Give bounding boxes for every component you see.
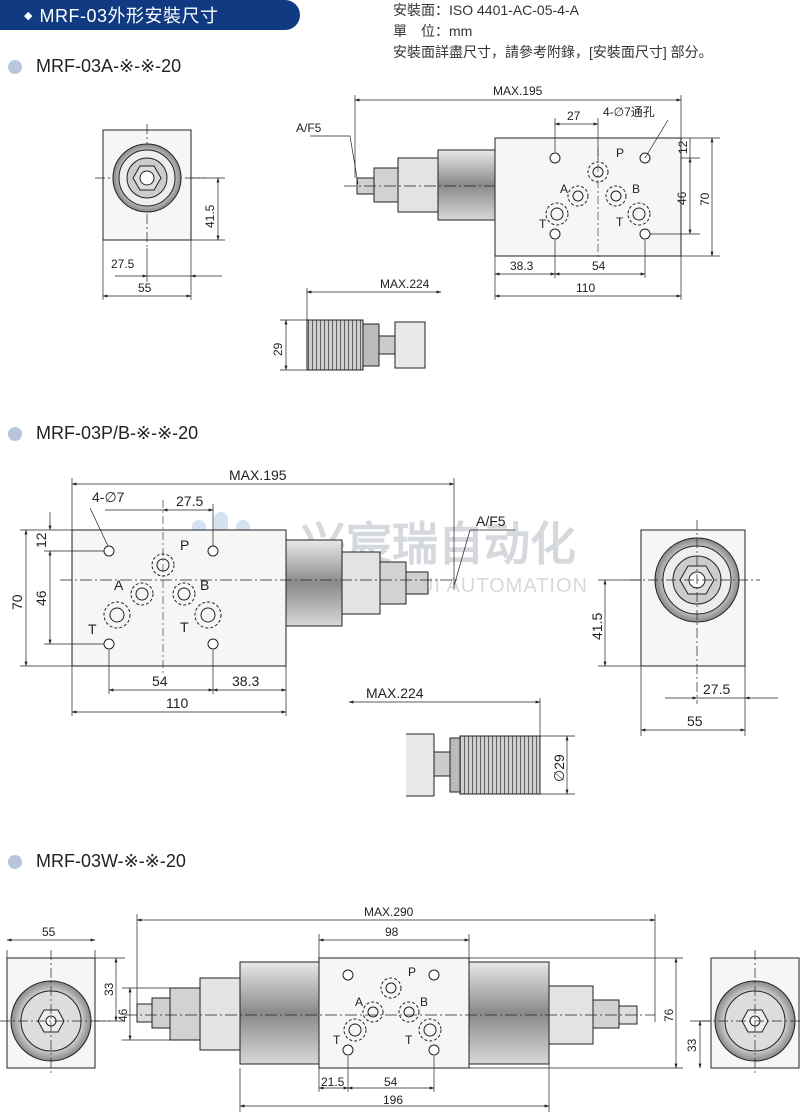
dim-55-w: 55 xyxy=(42,925,56,939)
dim-46-w: 46 xyxy=(116,1008,130,1022)
dim-38-3-pb: 38.3 xyxy=(232,673,259,689)
port-p-pb: P xyxy=(180,537,189,553)
dim-max224-a: MAX.224 xyxy=(380,277,430,291)
dim-29-a: 29 xyxy=(271,342,285,356)
section-header-bar: ◆ MRF-03外形安裝尺寸 xyxy=(0,0,300,30)
port-t2-w: T xyxy=(405,1033,413,1047)
unit-value: mm xyxy=(449,23,473,39)
bullet-dot-icon xyxy=(8,854,22,869)
knob-detail-03pb xyxy=(406,733,541,797)
mount-label: 安裝面： xyxy=(393,2,449,18)
dim-21-5-w: 21.5 xyxy=(321,1075,345,1089)
section-label: MRF-03A-※-※-20 xyxy=(36,56,182,76)
dim-max224-pb: MAX.224 xyxy=(366,685,424,701)
dim-55-front-a: 55 xyxy=(138,281,152,295)
front-view-03pb xyxy=(630,520,760,704)
bullet-dot-icon xyxy=(8,59,22,74)
port-a-pb: A xyxy=(114,577,124,593)
port-b-pb: B xyxy=(200,577,209,593)
port-t2-a: T xyxy=(616,215,624,229)
dim-12-pb: 12 xyxy=(33,532,49,548)
port-b-w: B xyxy=(420,995,428,1009)
port-t1-pb: T xyxy=(88,621,97,637)
front-view-03a xyxy=(95,124,205,248)
section-title-03w: MRF-03W-※-※-20 xyxy=(8,851,186,872)
dim-holes-through-a: 4-∅7通孔 xyxy=(603,105,655,119)
section-title-03pb: MRF-03P/B-※-※-20 xyxy=(8,423,198,444)
dim-af5-pb: A/F5 xyxy=(476,513,506,529)
dim-54-a: 54 xyxy=(592,259,606,273)
dim-holes-pb: 4-∅7 xyxy=(92,489,125,505)
dim-55-front-pb: 55 xyxy=(687,713,703,729)
dim-af5-a: A/F5 xyxy=(296,121,322,135)
dim-38-3-a: 38.3 xyxy=(510,259,534,273)
port-p-a: P xyxy=(616,146,624,160)
mounting-info: 安裝面：ISO 4401-AC-05-4-A 單 位：mm 安裝面詳盡尺寸，請參… xyxy=(393,0,713,63)
dim-27-5-front-pb: 27.5 xyxy=(703,681,730,697)
dim-41-5-front-a: 41.5 xyxy=(203,204,217,228)
dim-max195-pb: MAX.195 xyxy=(229,467,287,483)
dim-33-w-left: 33 xyxy=(102,982,116,996)
dim-76-w: 76 xyxy=(662,1008,676,1022)
dim-41-5-pb: 41.5 xyxy=(589,613,605,640)
section-title-03a: MRF-03A-※-※-20 xyxy=(8,56,181,77)
dim-46-pb: 46 xyxy=(33,590,49,606)
dim-27-5-pb: 27.5 xyxy=(176,493,203,509)
dim-dia29-pb: ∅29 xyxy=(551,754,567,782)
front-view-03w-right xyxy=(700,950,800,1076)
dim-46-a: 46 xyxy=(675,191,689,205)
front-view-03w-left xyxy=(0,950,110,1076)
mount-value: ISO 4401-AC-05-4-A xyxy=(449,2,579,18)
section-label: MRF-03P/B-※-※-20 xyxy=(36,423,199,443)
dim-70-a: 70 xyxy=(698,192,712,206)
dim-70-pb: 70 xyxy=(9,594,25,610)
dim-110-a: 110 xyxy=(576,281,595,295)
dim-max195-a: MAX.195 xyxy=(493,84,543,98)
dim-27-5-front-a: 27.5 xyxy=(111,257,135,271)
port-t1-a: T xyxy=(539,217,547,231)
port-t2-pb: T xyxy=(180,619,189,635)
dim-98-w: 98 xyxy=(385,925,399,939)
port-a-a: A xyxy=(560,182,568,196)
unit-label: 單 位： xyxy=(393,23,449,39)
bullet-dot-icon xyxy=(8,426,22,441)
dim-54-w: 54 xyxy=(384,1075,398,1089)
dim-max290-w: MAX.290 xyxy=(364,905,414,919)
page-title: MRF-03外形安裝尺寸 xyxy=(39,6,219,26)
port-b-a: B xyxy=(632,182,640,196)
dim-54-pb: 54 xyxy=(152,673,168,689)
diamond-bullet-icon: ◆ xyxy=(24,9,33,22)
section-label: MRF-03W-※-※-20 xyxy=(36,851,186,871)
dim-196-w: 196 xyxy=(383,1093,403,1107)
dim-110-pb: 110 xyxy=(166,695,189,711)
dim-12-a: 12 xyxy=(676,140,690,154)
side-view-03w xyxy=(125,957,655,1069)
port-p-w: P xyxy=(408,965,416,979)
knob-detail-03a xyxy=(306,319,426,371)
mounting-note: 安裝面詳盡尺寸，請參考附錄，[安裝面尺寸] 部分。 xyxy=(393,44,713,60)
side-view-03a xyxy=(344,137,682,258)
dim-27-a: 27 xyxy=(567,109,581,123)
port-t1-w: T xyxy=(333,1033,341,1047)
port-a-w: A xyxy=(355,995,363,1009)
dim-33-w-right: 33 xyxy=(685,1038,699,1052)
